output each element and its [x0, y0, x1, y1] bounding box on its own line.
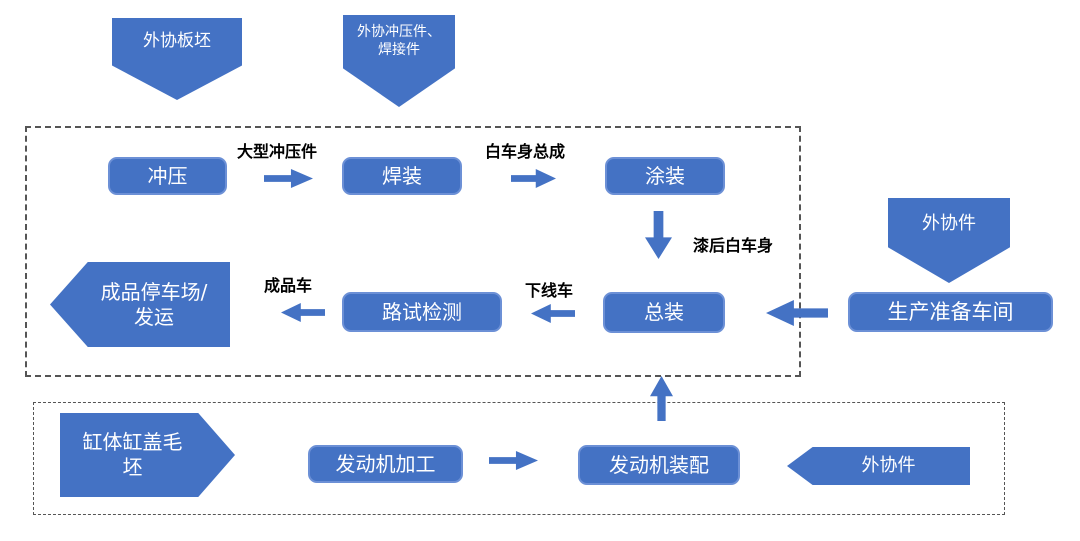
node-engine-assembly-label: 发动机装配: [609, 452, 709, 477]
node-cylinder-blank-label: 缸体缸盖毛坯: [82, 430, 183, 479]
node-painting-label: 涂装: [645, 163, 685, 188]
node-external-parts-engine: 外协件: [787, 447, 970, 485]
flow-label-large-stampings: 大型冲压件: [237, 142, 318, 161]
engine-plant-boundary-box: [33, 402, 1005, 515]
node-prep-workshop-label: 生产准备车间: [887, 299, 1014, 324]
node-welding-label: 焊装: [382, 163, 422, 188]
node-engine-assembly: 发动机装配: [578, 445, 740, 485]
node-cylinder-blank: 缸体缸盖毛坯: [60, 413, 235, 497]
node-external-stamping-welding-label: 外协冲压件、焊接件: [357, 24, 441, 58]
node-final-assembly: 总装: [603, 292, 725, 333]
flow-label-body-in-white: 白车身总成: [485, 142, 566, 161]
vehicle-plant-boundary-box: [25, 126, 801, 377]
node-external-parts-engine-label: 外协件: [861, 454, 916, 476]
node-parking-shipping-label: 成品停车场/发运: [100, 279, 208, 329]
node-road-test: 路试检测: [342, 292, 502, 332]
node-external-slab: 外协板坯: [112, 18, 242, 100]
node-external-stamping-welding: 外协冲压件、焊接件: [343, 15, 455, 107]
node-external-slab-label: 外协板坯: [143, 31, 211, 51]
node-external-parts-main: 外协件: [888, 198, 1010, 283]
node-stamping: 冲压: [108, 157, 227, 195]
node-prep-workshop: 生产准备车间: [848, 292, 1053, 332]
node-stamping-label: 冲压: [147, 163, 188, 188]
node-external-parts-main-label: 外协件: [922, 213, 976, 234]
flow-label-offline-car: 下线车: [525, 281, 574, 300]
node-painting: 涂装: [605, 157, 725, 195]
node-final-assembly-label: 总装: [644, 300, 684, 324]
flow-label-painted-body: 漆后白车身: [693, 236, 774, 255]
flow-label-finished-car: 成品车: [264, 276, 313, 295]
node-engine-machining-label: 发动机加工: [335, 451, 436, 476]
node-engine-machining: 发动机加工: [308, 445, 463, 483]
node-parking-shipping: 成品停车场/发运: [50, 262, 230, 347]
node-welding: 焊装: [342, 157, 462, 195]
node-road-test-label: 路试检测: [382, 299, 462, 324]
